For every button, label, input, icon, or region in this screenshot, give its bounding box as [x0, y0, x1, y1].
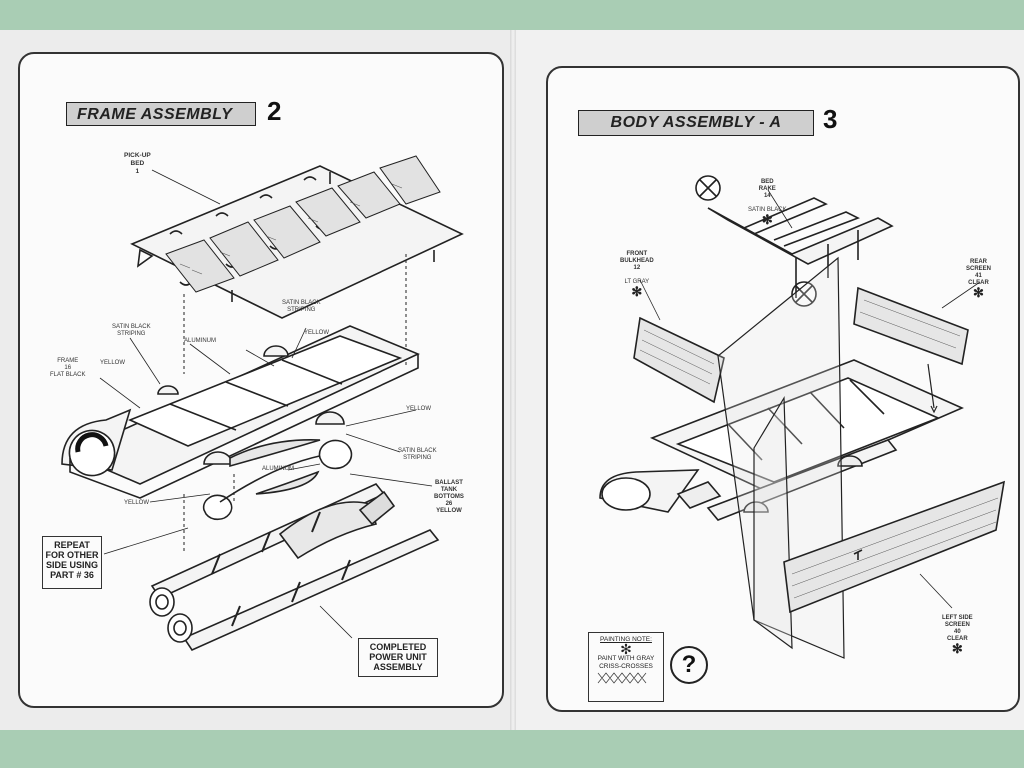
label-left-side-screen: LEFT SIDE SCREEN 40 CLEAR ✻: [942, 615, 973, 656]
question-icon: ?: [670, 646, 708, 684]
frame-assembly-panel: FRAME ASSEMBLY 2: [18, 52, 504, 708]
asterisk-icon: ✻: [973, 285, 984, 300]
asterisk-icon: ✻: [761, 212, 773, 227]
no-glue-icon: [791, 281, 817, 307]
step-number-2: 2: [267, 96, 282, 126]
label-yellow-1: YELLOW: [100, 360, 126, 366]
body-assembly-title: BODY ASSEMBLY - A: [578, 110, 814, 136]
asterisk-icon: ✻: [951, 641, 963, 656]
label-ballast-tank-bottoms: BALLAST TANK BOTTOMS 26 YELLOW: [434, 480, 464, 514]
center-fold: [510, 30, 516, 730]
painting-note-text: PAINT WITH GRAY CRISS-CROSSES: [597, 655, 655, 670]
frame-assembly-diagram: [61, 155, 464, 652]
painting-note-heading: PAINTING NOTE:: [600, 636, 652, 643]
label-yellow-4: YELLOW: [124, 500, 150, 506]
label-bed-rake: BED RAKE 14 SATIN BLACK ✻: [748, 179, 787, 227]
body-assembly-diagram: [599, 175, 1006, 659]
criss-cross-pattern-icon: [597, 672, 647, 684]
instruction-sheet: FRAME ASSEMBLY 2: [0, 30, 1024, 730]
label-frame: FRAME 16 FLAT BLACK: [50, 358, 86, 378]
label-front-bulkhead-finish: LT GRAY: [624, 279, 650, 285]
label-satin-black-striping-2: SATIN BLACK STRIPING: [282, 300, 321, 313]
label-aluminum-1: ALUMINUM: [184, 338, 217, 344]
label-yellow-3: YELLOW: [406, 406, 432, 412]
label-aluminum-2: ALUMINUM: [262, 466, 295, 472]
label-bed-rake-finish: SATIN BLACK: [748, 207, 787, 213]
label-satin-black-striping-3: SATIN BLACK STRIPING: [398, 448, 437, 461]
no-glue-icon: [695, 175, 721, 201]
frame-assembly-title: FRAME ASSEMBLY: [66, 102, 256, 126]
step-number-3: 3: [823, 104, 838, 134]
painting-note: PAINTING NOTE: ✻ PAINT WITH GRAY CRISS-C…: [588, 632, 664, 702]
body-assembly-panel: BODY ASSEMBLY - A 3: [546, 66, 1020, 712]
repeat-note: REPEAT FOR OTHER SIDE USING PART # 36: [42, 536, 102, 589]
label-rear-screen: REAR SCREEN 41 CLEAR ✻: [966, 259, 992, 300]
asterisk-icon: ✻: [631, 284, 643, 299]
label-front-bulkhead: FRONT BULKHEAD 12 LT GRAY ✻: [620, 251, 654, 299]
label-satin-black-striping-1: SATIN BLACK STRIPING: [112, 324, 151, 337]
label-yellow-2: YELLOW: [304, 330, 330, 336]
completed-power-unit-note: COMPLETED POWER UNIT ASSEMBLY: [358, 638, 438, 677]
label-pickup-bed: PICK-UP BED 1: [124, 152, 151, 175]
asterisk-icon: ✻: [620, 641, 632, 657]
